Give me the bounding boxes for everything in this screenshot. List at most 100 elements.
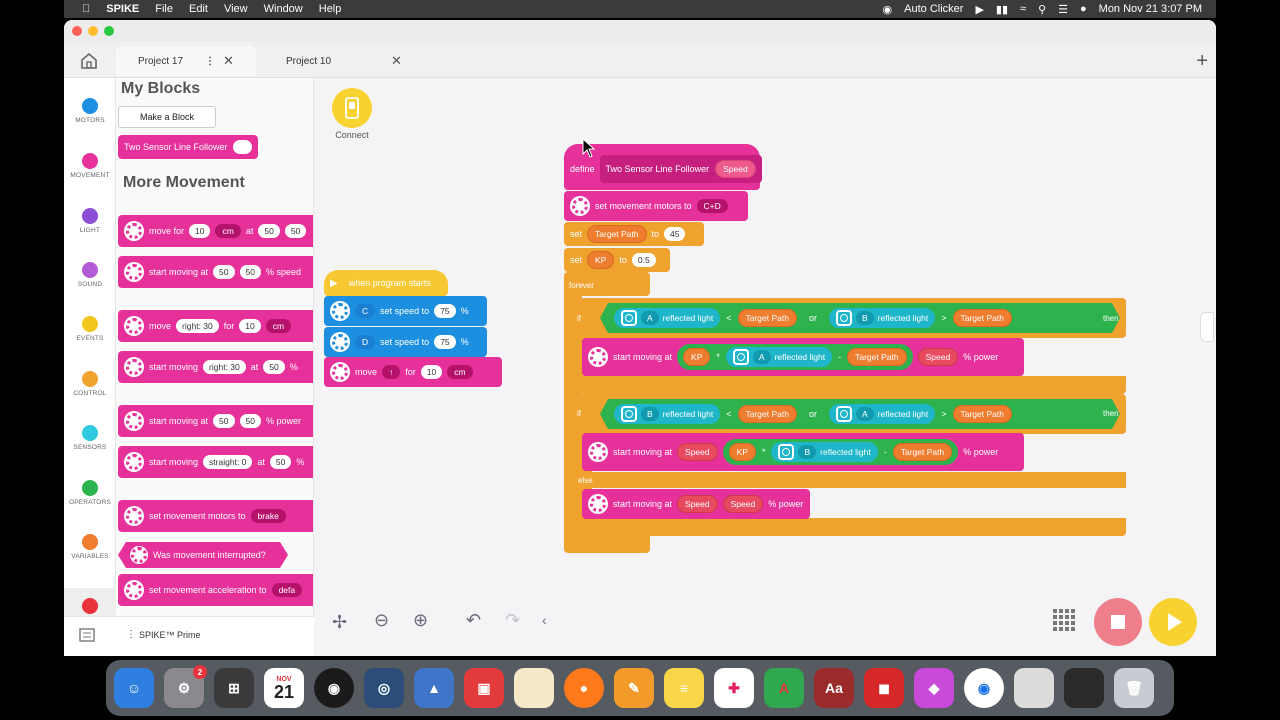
screen-recorder-icon[interactable]: ◉ bbox=[314, 668, 354, 708]
firefox-icon[interactable]: ● bbox=[564, 668, 604, 708]
category-light[interactable]: LIGHT bbox=[64, 208, 116, 234]
menubar-clock[interactable]: Mon Nov 21 3:07 PM bbox=[1098, 3, 1202, 15]
record-icon[interactable]: ◉ bbox=[882, 3, 893, 16]
shortcuts-icon[interactable]: ◆ bbox=[914, 668, 954, 708]
apple-icon[interactable]:  bbox=[82, 3, 90, 15]
category-motors[interactable]: MOTORS bbox=[64, 98, 116, 124]
menu-file[interactable]: File bbox=[147, 3, 173, 15]
menu-edit[interactable]: Edit bbox=[180, 3, 208, 15]
control-center-icon[interactable]: ☰ bbox=[1058, 3, 1068, 16]
zoom-in-icon[interactable]: ⊕ bbox=[413, 610, 429, 630]
menu-window[interactable]: Window bbox=[255, 3, 303, 15]
chrome-icon[interactable]: ◉ bbox=[964, 668, 1004, 708]
trash-icon[interactable]: 🗑 bbox=[1114, 668, 1154, 708]
dictionary-icon[interactable]: Aa bbox=[814, 668, 854, 708]
side-panel-handle[interactable] bbox=[1200, 312, 1214, 342]
tab-project-17[interactable]: Project 17 ⋮ ✕ bbox=[116, 46, 256, 76]
pages-icon[interactable]: ✎ bbox=[614, 668, 654, 708]
close-tab-icon[interactable]: ✕ bbox=[223, 53, 234, 68]
zoom-out-icon[interactable]: ⊖ bbox=[374, 610, 390, 630]
collapse-chevron-icon[interactable]: ‹ bbox=[542, 612, 547, 628]
category-operators[interactable]: OPERATORS bbox=[64, 480, 116, 506]
else-label: else bbox=[578, 476, 593, 485]
lego-brick-icon[interactable]: ◼ bbox=[864, 668, 904, 708]
affinity-designer-icon[interactable]: ▲ bbox=[414, 668, 454, 708]
spotlight-search-icon[interactable]: ⚲ bbox=[1038, 3, 1047, 16]
spike-education-icon[interactable]: ▣ bbox=[464, 668, 504, 708]
minimize-window-button[interactable] bbox=[88, 26, 98, 36]
app-menu[interactable]: SPIKE bbox=[98, 3, 139, 15]
kebab-icon[interactable]: ⋮ bbox=[126, 629, 136, 640]
category-control[interactable]: CONTROL bbox=[64, 371, 116, 397]
battery-icon[interactable]: ▮▮ bbox=[995, 3, 1009, 16]
undo-icon[interactable]: ↶ bbox=[466, 610, 482, 630]
auto-clicker-menu[interactable]: Auto Clicker bbox=[904, 3, 964, 15]
hub-settings-icon[interactable] bbox=[78, 625, 100, 645]
category-rail: MOTORS MOVEMENT LIGHT SOUND EVENTS CONTR… bbox=[64, 78, 116, 656]
recenter-icon[interactable]: ✢ bbox=[332, 612, 348, 632]
category-movement[interactable]: MOVEMENT bbox=[64, 153, 116, 179]
my-blocks-heading: My Blocks bbox=[121, 80, 201, 97]
hub-grid-icon[interactable] bbox=[1052, 608, 1076, 634]
category-sensors[interactable]: SENSORS bbox=[64, 425, 116, 451]
app-a-icon[interactable]: A bbox=[764, 668, 804, 708]
close-tab-icon[interactable]: ✕ bbox=[391, 53, 402, 68]
tab-project-10[interactable]: Project 10 ✕ bbox=[264, 46, 404, 76]
run-button[interactable] bbox=[1149, 598, 1197, 646]
make-a-block-button[interactable]: Make a Block bbox=[118, 106, 216, 128]
category-variables[interactable]: VARIABLES bbox=[64, 534, 116, 560]
zoom-window-button[interactable] bbox=[104, 26, 114, 36]
close-window-button[interactable] bbox=[72, 26, 82, 36]
category-events[interactable]: EVENTS bbox=[64, 316, 116, 342]
tab-menu-icon[interactable]: ⋮ bbox=[205, 55, 216, 67]
stop-button[interactable] bbox=[1094, 598, 1142, 646]
wifi-icon[interactable]: ≈ bbox=[1020, 3, 1027, 15]
menu-view[interactable]: View bbox=[215, 3, 248, 15]
siri-icon[interactable]: ● bbox=[1080, 3, 1087, 15]
slack-icon[interactable]: ✚ bbox=[714, 668, 754, 708]
screenshot-thumbnail-icon[interactable] bbox=[1064, 668, 1104, 708]
calculator-icon[interactable]: ⊞ bbox=[214, 668, 254, 708]
blender-icon[interactable]: ◎ bbox=[364, 668, 404, 708]
set-movement-motors-block[interactable]: set movement motors to brake bbox=[118, 500, 313, 532]
was-movement-interrupted-block[interactable]: Was movement interrupted? bbox=[118, 542, 288, 568]
finder-icon[interactable]: ☺ bbox=[114, 668, 154, 708]
new-project-button[interactable]: + bbox=[1196, 50, 1208, 73]
menu-help[interactable]: Help bbox=[310, 3, 342, 15]
tab-label: Project 10 bbox=[286, 55, 332, 67]
redo-icon[interactable]: ↷ bbox=[505, 610, 521, 630]
project-tabbar: Project 17 ⋮ ✕ Project 10 ✕ + bbox=[64, 42, 1216, 78]
category-sound[interactable]: SOUND bbox=[64, 262, 116, 288]
set-movement-acceleration-block[interactable]: set movement acceleration to defa bbox=[118, 574, 313, 606]
connect-hub-button[interactable] bbox=[332, 88, 372, 128]
custom-block-two-sensor[interactable]: Two Sensor Line Follower bbox=[118, 135, 258, 159]
hub-type-label[interactable]: SPIKE™ Prime bbox=[139, 630, 201, 640]
when-program-starts-block[interactable]: ▶ when program starts bbox=[324, 270, 448, 296]
play-status-icon[interactable]: ▶ bbox=[975, 3, 984, 16]
system-preferences-icon[interactable]: ⚙2 bbox=[164, 665, 207, 708]
home-button[interactable] bbox=[76, 48, 102, 74]
document-thumbnail-icon[interactable] bbox=[1014, 668, 1054, 708]
notes-icon[interactable]: ≡ bbox=[664, 668, 704, 708]
spike-education-alt-icon[interactable] bbox=[514, 668, 554, 708]
